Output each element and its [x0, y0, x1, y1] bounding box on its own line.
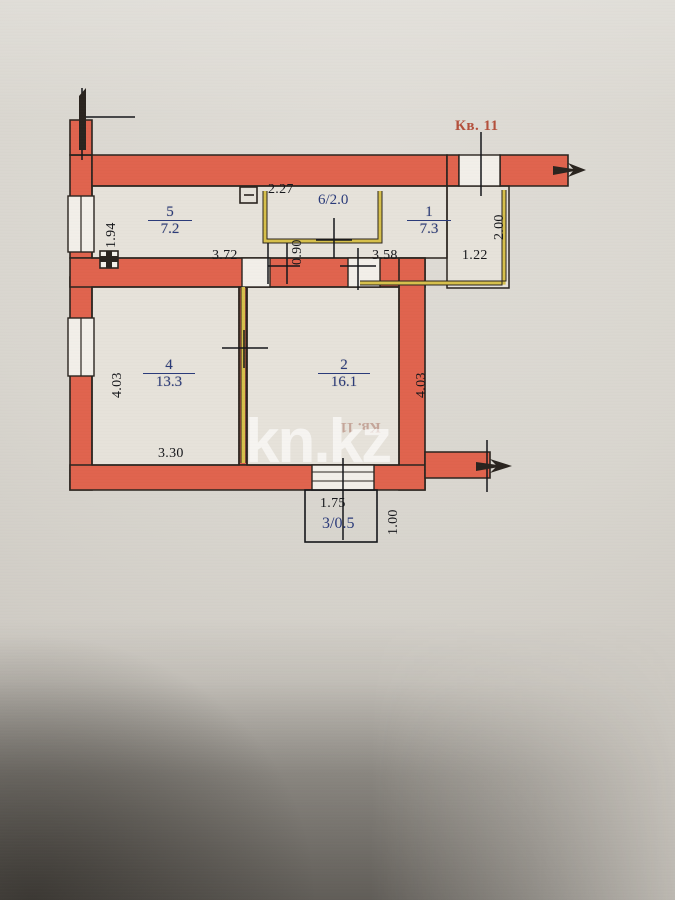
dim-left-bottom-vertical: 4.03: [110, 372, 125, 398]
walls: [69, 119, 569, 491]
dim-right-bottom-vertical: 4.03: [414, 372, 429, 398]
room-label-balcony: 3/0.5: [322, 515, 355, 532]
dim-room2-width: 3.58: [372, 248, 398, 263]
apartment-number-label: Кв. 11: [455, 118, 499, 134]
fixture-icons: [99, 186, 258, 269]
dim-bathroom-depth: 0.90: [290, 239, 305, 265]
dim-bathroom-width: 2.27: [268, 182, 294, 197]
direction-arrows: [79, 88, 586, 473]
apartment-number-label-mirrored: Кв. 11: [340, 419, 381, 435]
windows: [67, 154, 501, 491]
dim-room4-width: 3.30: [158, 446, 184, 461]
dimension-bracket-outlines: [240, 190, 507, 463]
dimension-brackets: [241, 190, 506, 463]
dim-hall-width: 3.72: [212, 248, 238, 263]
room-label-2: 2 16.1: [318, 358, 370, 390]
room-label-4: 4 13.3: [143, 358, 195, 390]
dim-entry-vertical: 2.00: [492, 214, 507, 240]
dim-balcony-width: 1.75: [320, 496, 346, 511]
room-label-1: 1 7.3: [407, 205, 451, 237]
floor-plan-drawing: Кв. 11 Кв. 11 5 7.2 4 13.3 2 16.1 1 7.3 …: [67, 88, 586, 543]
dim-entry-horizontal: 1.22: [462, 248, 488, 263]
room-label-5: 5 7.2: [148, 205, 192, 237]
dim-left-top-vertical: 1.94: [104, 222, 119, 248]
room-interiors: [92, 186, 509, 465]
dim-balcony-depth: 1.00: [386, 509, 401, 535]
balcony-box: [304, 489, 378, 543]
room-label-6: 6/2.0: [318, 192, 349, 208]
floor-plan-svg: [67, 88, 586, 543]
